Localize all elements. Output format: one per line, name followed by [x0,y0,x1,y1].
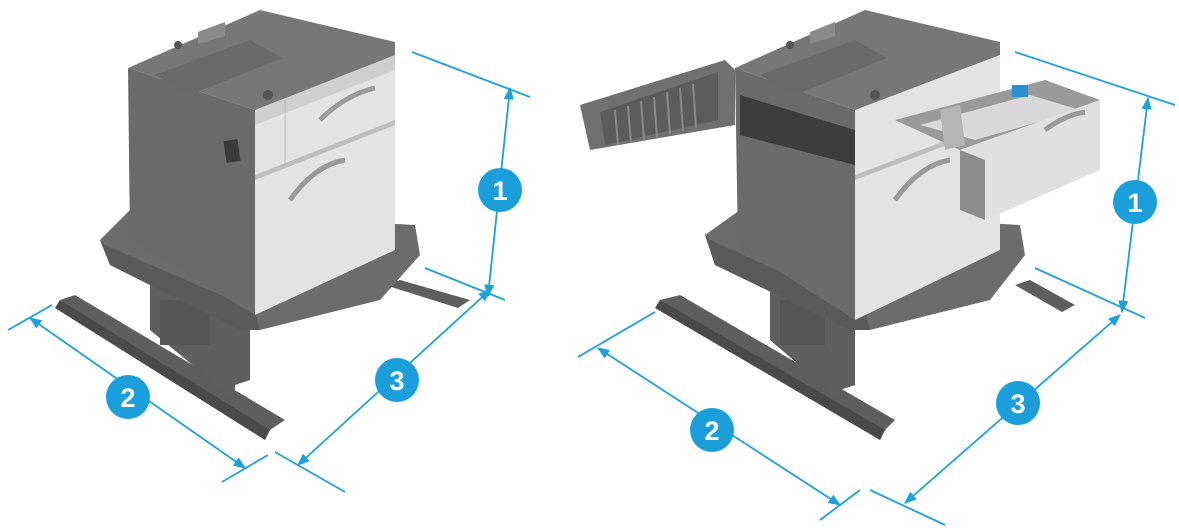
callout-label: 1 [1127,188,1142,218]
callout-width-left: 2 [106,375,150,419]
callout-height-right: 1 [1113,180,1157,224]
callout-label: 2 [120,383,135,413]
callout-depth-left: 3 [375,358,419,402]
callout-width-right: 2 [690,408,734,452]
feeder-open-illustration [580,10,1100,440]
feeder-closed-illustration [55,10,470,440]
callout-label: 2 [704,416,719,446]
callout-height-left: 1 [478,168,522,212]
callout-label: 3 [1010,389,1025,419]
callout-label: 3 [389,366,404,396]
callout-label: 1 [492,176,507,206]
callout-depth-right: 3 [996,381,1040,425]
